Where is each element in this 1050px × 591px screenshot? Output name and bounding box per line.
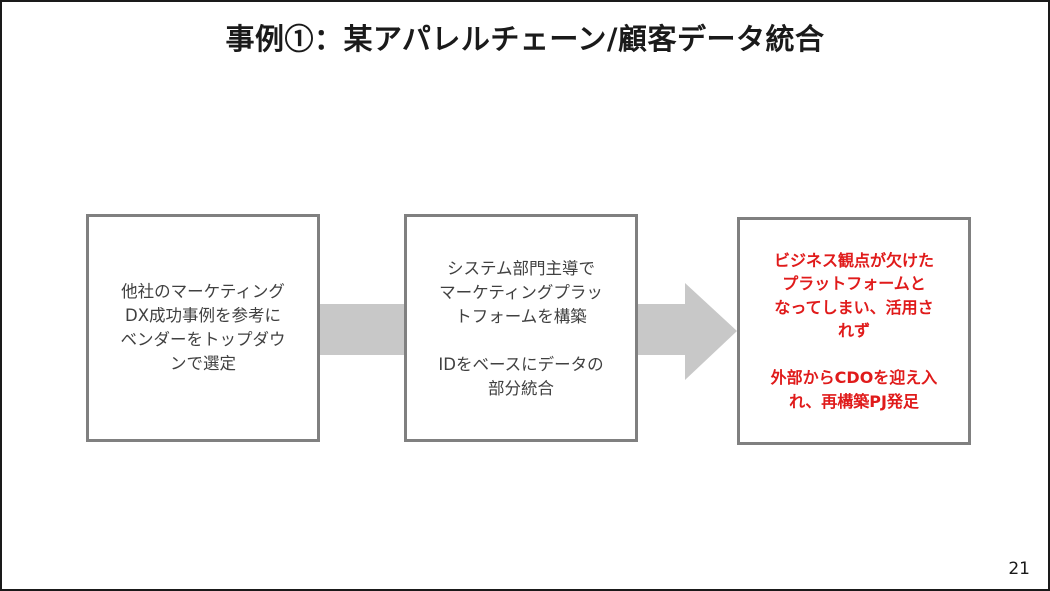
step-2-text: システム部門主導で マーケティングプラッ トフォームを構築 IDをベースにデータ…	[438, 259, 604, 398]
page-number: 21	[1008, 559, 1030, 579]
step-box-2: システム部門主導で マーケティングプラッ トフォームを構築 IDをベースにデータ…	[404, 214, 638, 442]
step-3-text: ビジネス観点が欠けた プラットフォームと なってしまい、活用さ れず 外部からC…	[770, 250, 938, 411]
step-box-3: ビジネス観点が欠けた プラットフォームと なってしまい、活用さ れず 外部からC…	[737, 217, 971, 445]
step-box-1: 他社のマーケティング DX成功事例を参考に ベンダーをトップダウ ンで選定	[86, 214, 320, 442]
step-1-text: 他社のマーケティング DX成功事例を参考に ベンダーをトップダウ ンで選定	[120, 282, 286, 373]
slide-title: 事例①：某アパレルチェーン/顧客データ統合	[225, 22, 825, 56]
